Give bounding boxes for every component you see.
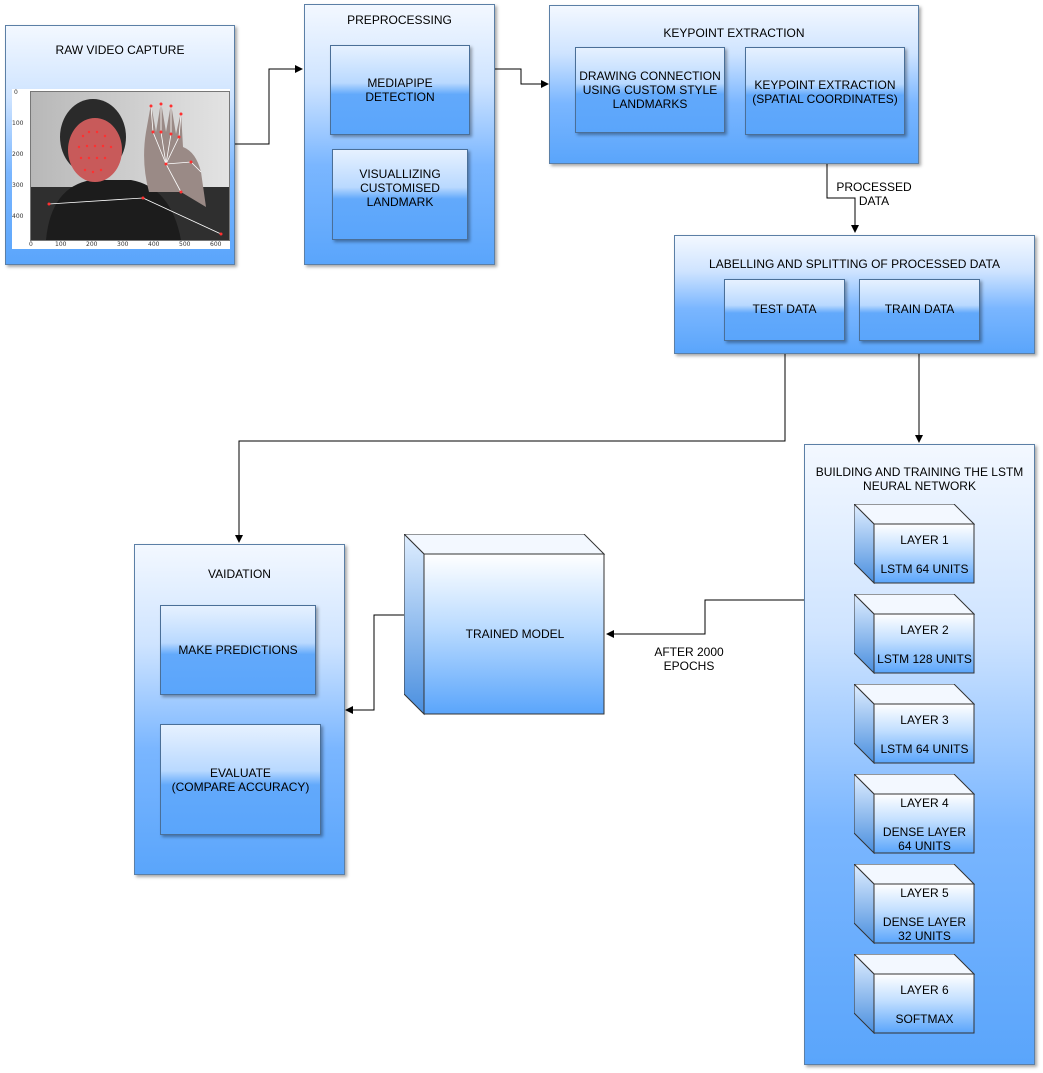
lstm-layer-6-cube: LAYER 6 SOFTMAX	[854, 954, 975, 1034]
lstm-layer-description: DENSE LAYER 64 UNITS	[882, 825, 967, 853]
validation-title: VAIDATION	[208, 567, 271, 581]
y-tick: 0	[14, 89, 18, 96]
test-data-box: TEST DATA	[724, 279, 845, 341]
trained-model-cube: TRAINED MODEL	[404, 534, 606, 716]
lstm-layer-name: LAYER 4	[900, 796, 949, 810]
keypoint-extraction-title: KEYPOINT EXTRACTION	[663, 26, 805, 40]
make-predictions-box: MAKE PREDICTIONS	[160, 605, 316, 695]
mediapipe-detection-label: MEDIAPIPE DETECTION	[365, 76, 435, 104]
y-tick: 100	[12, 120, 24, 127]
x-tick: 0	[29, 241, 33, 248]
lstm-layer-description: DENSE LAYER 32 UNITS	[882, 915, 967, 943]
x-tick: 600	[210, 241, 222, 248]
lstm-layer-cube-shape	[854, 954, 975, 1034]
lstm-layer-2-cube: LAYER 2 LSTM 128 UNITS	[854, 594, 975, 674]
epochs-label: AFTER 2000 EPOCHS	[654, 645, 724, 673]
validation-panel: VAIDATION MAKE PREDICTIONS EVALUATE (COM…	[134, 544, 345, 875]
lstm-layer-3-cube: LAYER 3 LSTM 64 UNITS	[854, 684, 975, 764]
train-data-box: TRAIN DATA	[859, 279, 980, 341]
labelling-splitting-panel: LABELLING AND SPLITTING OF PROCESSED DAT…	[674, 235, 1035, 354]
raw-video-title: RAW VIDEO CAPTURE	[55, 43, 185, 57]
lstm-layer-name: LAYER 5	[900, 886, 949, 900]
x-tick: 400	[148, 241, 160, 248]
preprocessing-title: PREPROCESSING	[347, 13, 452, 27]
lstm-layer-cube-shape	[854, 504, 975, 584]
visualizing-landmark-box: VISUALLIZING CUSTOMISED LANDMARK	[332, 149, 468, 240]
y-tick: 200	[12, 151, 24, 158]
webcam-photo-with-landmarks	[30, 91, 230, 241]
make-predictions-label: MAKE PREDICTIONS	[178, 643, 298, 657]
y-tick: 300	[12, 182, 24, 189]
lstm-building-title: BUILDING AND TRAINING THE LSTM NEURAL NE…	[815, 465, 1024, 493]
x-tick: 500	[179, 241, 191, 248]
x-tick: 100	[55, 241, 67, 248]
labelling-splitting-title: LABELLING AND SPLITTING OF PROCESSED DAT…	[709, 257, 1000, 271]
lstm-layer-description: LSTM 64 UNITS	[880, 562, 969, 576]
arrow-keypoint-to-labelling	[826, 164, 859, 233]
lstm-layer-name: LAYER 6	[900, 983, 949, 997]
raw-video-capture-panel: RAW VIDEO CAPTURE 0 100 200 300 400	[5, 25, 235, 265]
lstm-layer-name: LAYER 2	[900, 623, 949, 637]
lstm-layer-cube-shape	[854, 774, 975, 854]
lstm-layer-5-cube: LAYER 5 DENSE LAYER 32 UNITS	[854, 864, 975, 944]
lstm-layer-4-cube: LAYER 4 DENSE LAYER 64 UNITS	[854, 774, 975, 854]
keypoint-extraction-panel: KEYPOINT EXTRACTION DRAWING CONNECTION U…	[549, 5, 919, 164]
lstm-layer-cube-shape	[854, 684, 975, 764]
x-tick: 300	[117, 241, 129, 248]
evaluate-accuracy-box: EVALUATE (COMPARE ACCURACY)	[160, 724, 321, 835]
arrow-model-to-validation	[345, 614, 404, 714]
arrow-test-to-validation	[235, 340, 786, 543]
arrow-raw-to-preprocessing	[235, 65, 303, 145]
preprocessing-panel: PREPROCESSING MEDIAPIPE DETECTION VISUAL…	[304, 4, 495, 265]
train-data-label: TRAIN DATA	[884, 302, 955, 316]
y-tick: 400	[12, 213, 24, 220]
webcam-frame-plot: 0 100 200 300 400	[12, 89, 230, 249]
spatial-coordinates-box: KEYPOINT EXTRACTION (SPATIAL COORDINATES…	[745, 47, 905, 135]
arrow-preprocessing-to-keypoint	[495, 68, 549, 88]
test-data-label: TEST DATA	[752, 302, 817, 316]
lstm-layer-description: LSTM 128 UNITS	[877, 652, 972, 666]
lstm-layer-name: LAYER 1	[900, 533, 949, 547]
x-tick: 200	[86, 241, 98, 248]
lstm-layer-cube-shape	[854, 864, 975, 944]
lstm-layer-cube-shape	[854, 594, 975, 674]
trained-model-label: TRAINED MODEL	[465, 627, 565, 641]
lstm-layer-description: SOFTMAX	[895, 1012, 954, 1026]
drawing-connection-box: DRAWING CONNECTION USING CUSTOM STYLE LA…	[575, 47, 725, 133]
mediapipe-detection-box: MEDIAPIPE DETECTION	[330, 45, 470, 135]
lstm-layer-name: LAYER 3	[900, 713, 949, 727]
trained-model-cube-shape	[404, 534, 606, 716]
visualizing-landmark-label: VISUALLIZING CUSTOMISED LANDMARK	[359, 167, 441, 209]
processed-data-label: PROCESSED DATA	[836, 180, 912, 208]
drawing-connection-label: DRAWING CONNECTION USING CUSTOM STYLE LA…	[579, 69, 721, 111]
arrow-lstm-to-model	[606, 599, 805, 638]
lstm-layer-1-cube: LAYER 1 LSTM 64 UNITS	[854, 504, 975, 584]
evaluate-accuracy-label: EVALUATE (COMPARE ACCURACY)	[171, 766, 310, 794]
spatial-coordinates-label: KEYPOINT EXTRACTION (SPATIAL COORDINATES…	[752, 78, 898, 106]
lstm-layer-description: LSTM 64 UNITS	[880, 742, 969, 756]
